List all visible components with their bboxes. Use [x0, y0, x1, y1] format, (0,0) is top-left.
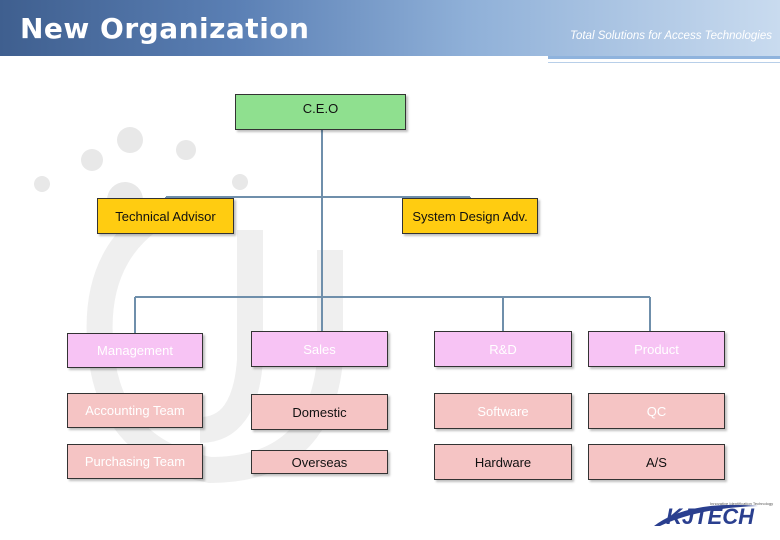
tagline: Total Solutions for Access Technologies — [569, 30, 772, 42]
department-sales-box: Sales — [251, 331, 388, 367]
department-label: R&D — [489, 342, 517, 357]
ceo-box: C.E.O — [235, 94, 406, 130]
department-label: Sales — [303, 341, 336, 357]
logo-small-text: Innovative Identification Technology — [710, 501, 773, 506]
team-label: A/S — [646, 454, 667, 470]
team-hardware-box: Hardware — [434, 444, 572, 480]
team-label: Accounting Team — [85, 403, 185, 418]
page-title: New Organization — [20, 12, 310, 45]
team-domestic-box: Domestic — [251, 394, 388, 430]
department-label: Management — [97, 343, 173, 358]
header-rule — [548, 56, 780, 59]
kjtech-logo: KJTECH Innovative Identification Technol… — [654, 501, 773, 529]
team-overseas-box: Overseas — [251, 450, 388, 474]
system-design-advisor-box: System Design Adv. — [402, 198, 538, 234]
team-as-box: A/S — [588, 444, 725, 480]
ceo-label: C.E.O — [302, 101, 339, 116]
system-design-advisor-label: System Design Adv. — [412, 208, 528, 224]
department-label: Product — [634, 341, 679, 357]
team-accounting-box: Accounting Team — [67, 393, 203, 428]
team-purchasing-box: Purchasing Team — [67, 444, 203, 479]
team-label: Overseas — [291, 454, 348, 470]
header-bar: New Organization Total Solutions for Acc… — [0, 0, 780, 56]
team-label: Purchasing Team — [84, 454, 186, 469]
department-management-box: Management — [67, 333, 203, 368]
technical-advisor-box: Technical Advisor — [97, 198, 234, 234]
team-label: Domestic — [292, 404, 347, 420]
department-product-box: Product — [588, 331, 725, 367]
department-rnd-box: R&D — [434, 331, 572, 367]
team-label: Software — [477, 403, 529, 419]
technical-advisor-label: Technical Advisor — [115, 208, 216, 224]
logo-text: KJTECH — [666, 504, 755, 529]
team-label: Hardware — [474, 454, 532, 470]
team-qc-box: QC — [588, 393, 725, 429]
team-software-box: Software — [434, 393, 572, 429]
header-rule-thin — [548, 62, 780, 63]
team-label: QC — [646, 403, 667, 419]
